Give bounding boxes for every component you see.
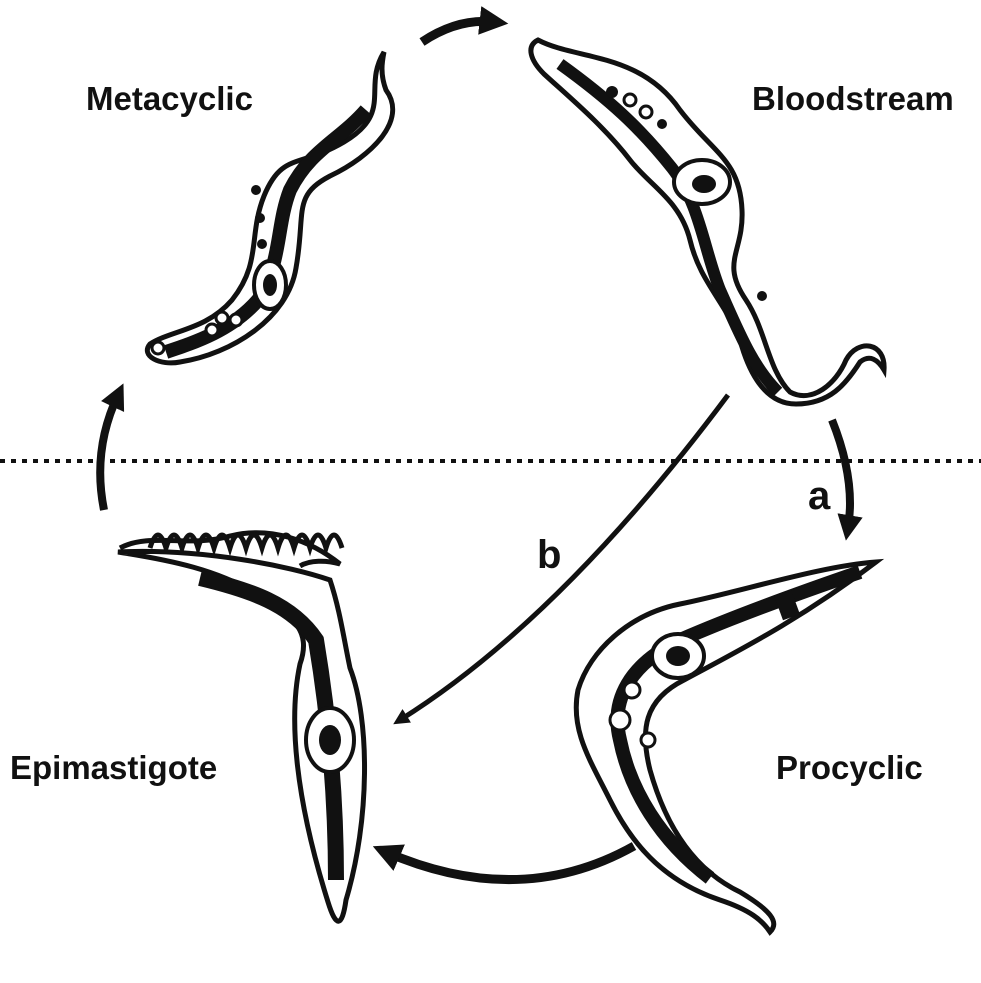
arrow-metacyclic-to-bloodstream bbox=[422, 21, 494, 42]
pathway-b-label: b bbox=[537, 533, 561, 578]
arrow-procyclic-to-epimastigote bbox=[386, 846, 634, 880]
arrow-a-bloodstream-to-procyclic bbox=[832, 420, 850, 528]
procyclic-label: Procyclic bbox=[776, 749, 923, 787]
bloodstream-label: Bloodstream bbox=[752, 80, 954, 118]
procyclic-cell-icon bbox=[576, 562, 876, 932]
epimastigote-label: Epimastigote bbox=[10, 749, 217, 787]
metacyclic-label: Metacyclic bbox=[86, 80, 253, 118]
epimastigote-cell-icon bbox=[118, 533, 365, 922]
pathway-a-label: a bbox=[808, 474, 830, 519]
arrow-epimastigote-to-metacyclic bbox=[100, 395, 118, 510]
